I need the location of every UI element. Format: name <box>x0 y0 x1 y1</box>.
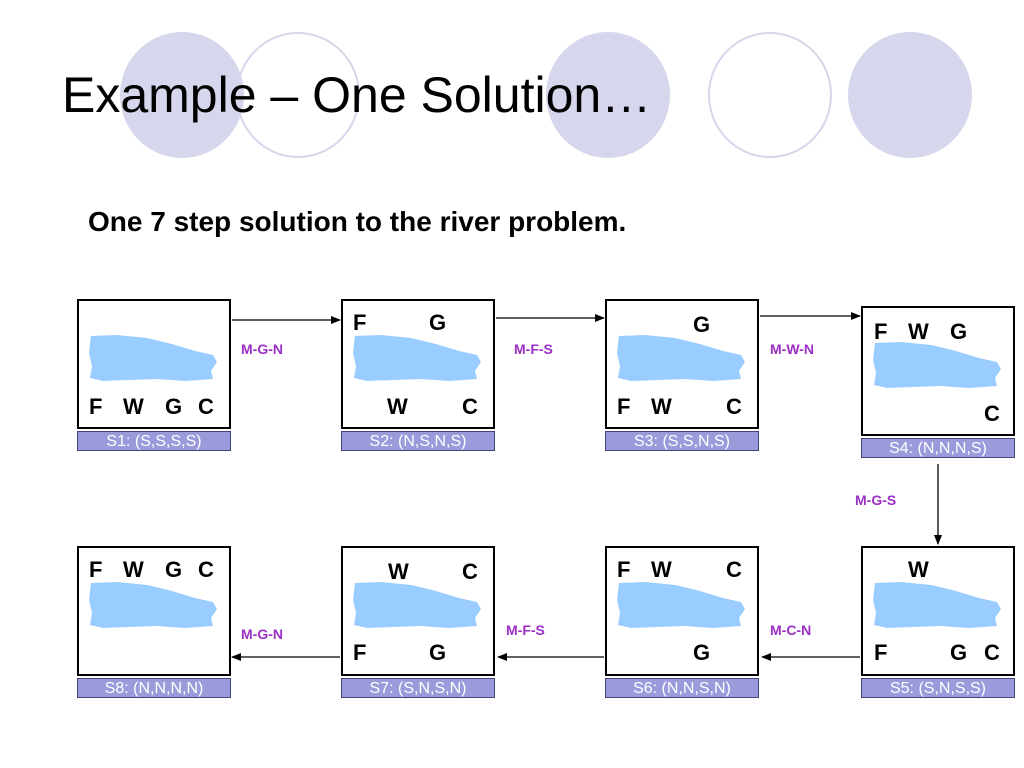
token-s1-bottom-3: G <box>165 394 183 419</box>
token-s1-bottom-2: W <box>123 394 144 419</box>
token-s6-bottom-1: G <box>693 640 711 665</box>
token-s7-top-2: C <box>462 559 478 584</box>
decor-ring-2 <box>708 32 832 158</box>
token-s6-top-3: C <box>726 557 742 582</box>
move-label-7: M-G-N <box>241 626 283 642</box>
state-label: S6: (N,N,S,N) <box>605 678 759 698</box>
river-shape <box>89 582 217 628</box>
move-label-3: M-W-N <box>770 341 815 357</box>
token-s8-top-4: C <box>198 557 214 582</box>
token-s5-bottom-2: G <box>950 640 968 665</box>
token-s3-bottom-2: W <box>651 394 672 419</box>
river-shape <box>873 342 1001 388</box>
token-s4-top-1: F <box>874 319 888 344</box>
state-label: S1: (S,S,S,S) <box>77 431 231 451</box>
decor-circle-2 <box>546 32 670 158</box>
move-label-1: M-G-N <box>241 341 283 357</box>
move-label-4: M-G-S <box>855 492 897 508</box>
token-s1-bottom-1: F <box>89 394 103 419</box>
decor-circle-3 <box>848 32 972 158</box>
slide-subtitle: One 7 step solution to the river problem… <box>88 206 627 237</box>
state-label: S7: (S,N,S,N) <box>341 678 495 698</box>
river-shape <box>617 582 745 628</box>
river-shape <box>873 582 1001 628</box>
token-s3-bottom-1: F <box>617 394 631 419</box>
move-label-5: M-C-N <box>770 622 812 638</box>
slide-title: Example – One Solution… <box>62 67 652 123</box>
token-s4-top-3: G <box>950 319 968 344</box>
token-s6-top-1: F <box>617 557 631 582</box>
state-label: S4: (N,N,N,S) <box>861 438 1015 458</box>
token-s4-bottom-1: C <box>984 401 1000 426</box>
token-s5-bottom-1: F <box>874 640 888 665</box>
token-s4-top-2: W <box>908 319 929 344</box>
token-s7-bottom-2: G <box>429 640 447 665</box>
state-box-s8: F W G C S8: (N,N,N,N) <box>77 546 231 698</box>
river-shape <box>353 582 481 628</box>
token-s8-top-2: W <box>123 557 144 582</box>
state-box-s3: G F W C S3: (S,S,N,S) <box>605 299 759 451</box>
state-label: S8: (N,N,N,N) <box>77 678 231 698</box>
decor-ring-1 <box>236 32 360 158</box>
state-box-s2: F G W C S2: (N,S,N,S) <box>341 299 495 451</box>
token-s3-top-1: G <box>693 312 711 337</box>
state-box-s6: F W C G S6: (N,N,S,N) <box>605 546 759 698</box>
state-box-s7: W C F G S7: (S,N,S,N) <box>341 546 495 698</box>
token-s2-top-2: G <box>429 310 447 335</box>
token-s8-top-1: F <box>89 557 103 582</box>
state-box-s4: F W G C S4: (N,N,N,S) <box>861 306 1015 458</box>
token-s7-top-1: W <box>388 559 409 584</box>
token-s5-bottom-3: C <box>984 640 1000 665</box>
state-label: S5: (S,N,S,S) <box>861 678 1015 698</box>
state-label: S3: (S,S,N,S) <box>605 431 759 451</box>
river-shape <box>89 335 217 381</box>
token-s1-bottom-4: C <box>198 394 214 419</box>
state-box-s1: F W G C S1: (S,S,S,S) <box>77 299 231 451</box>
river-shape <box>353 335 481 381</box>
state-box-s5: W F G C S5: (S,N,S,S) <box>861 546 1015 698</box>
token-s8-top-3: G <box>165 557 183 582</box>
move-label-2: M-F-S <box>514 341 553 357</box>
token-s3-bottom-3: C <box>726 394 742 419</box>
token-s7-bottom-1: F <box>353 640 367 665</box>
token-s6-top-2: W <box>651 557 672 582</box>
river-shape <box>617 335 745 381</box>
token-s5-top-1: W <box>908 557 929 582</box>
move-label-6: M-F-S <box>506 622 545 638</box>
token-s2-bottom-2: C <box>462 394 478 419</box>
decor-circle-1 <box>120 32 244 158</box>
state-label: S2: (N,S,N,S) <box>341 431 495 451</box>
token-s2-bottom-1: W <box>387 394 408 419</box>
token-s2-top-1: F <box>353 310 367 335</box>
